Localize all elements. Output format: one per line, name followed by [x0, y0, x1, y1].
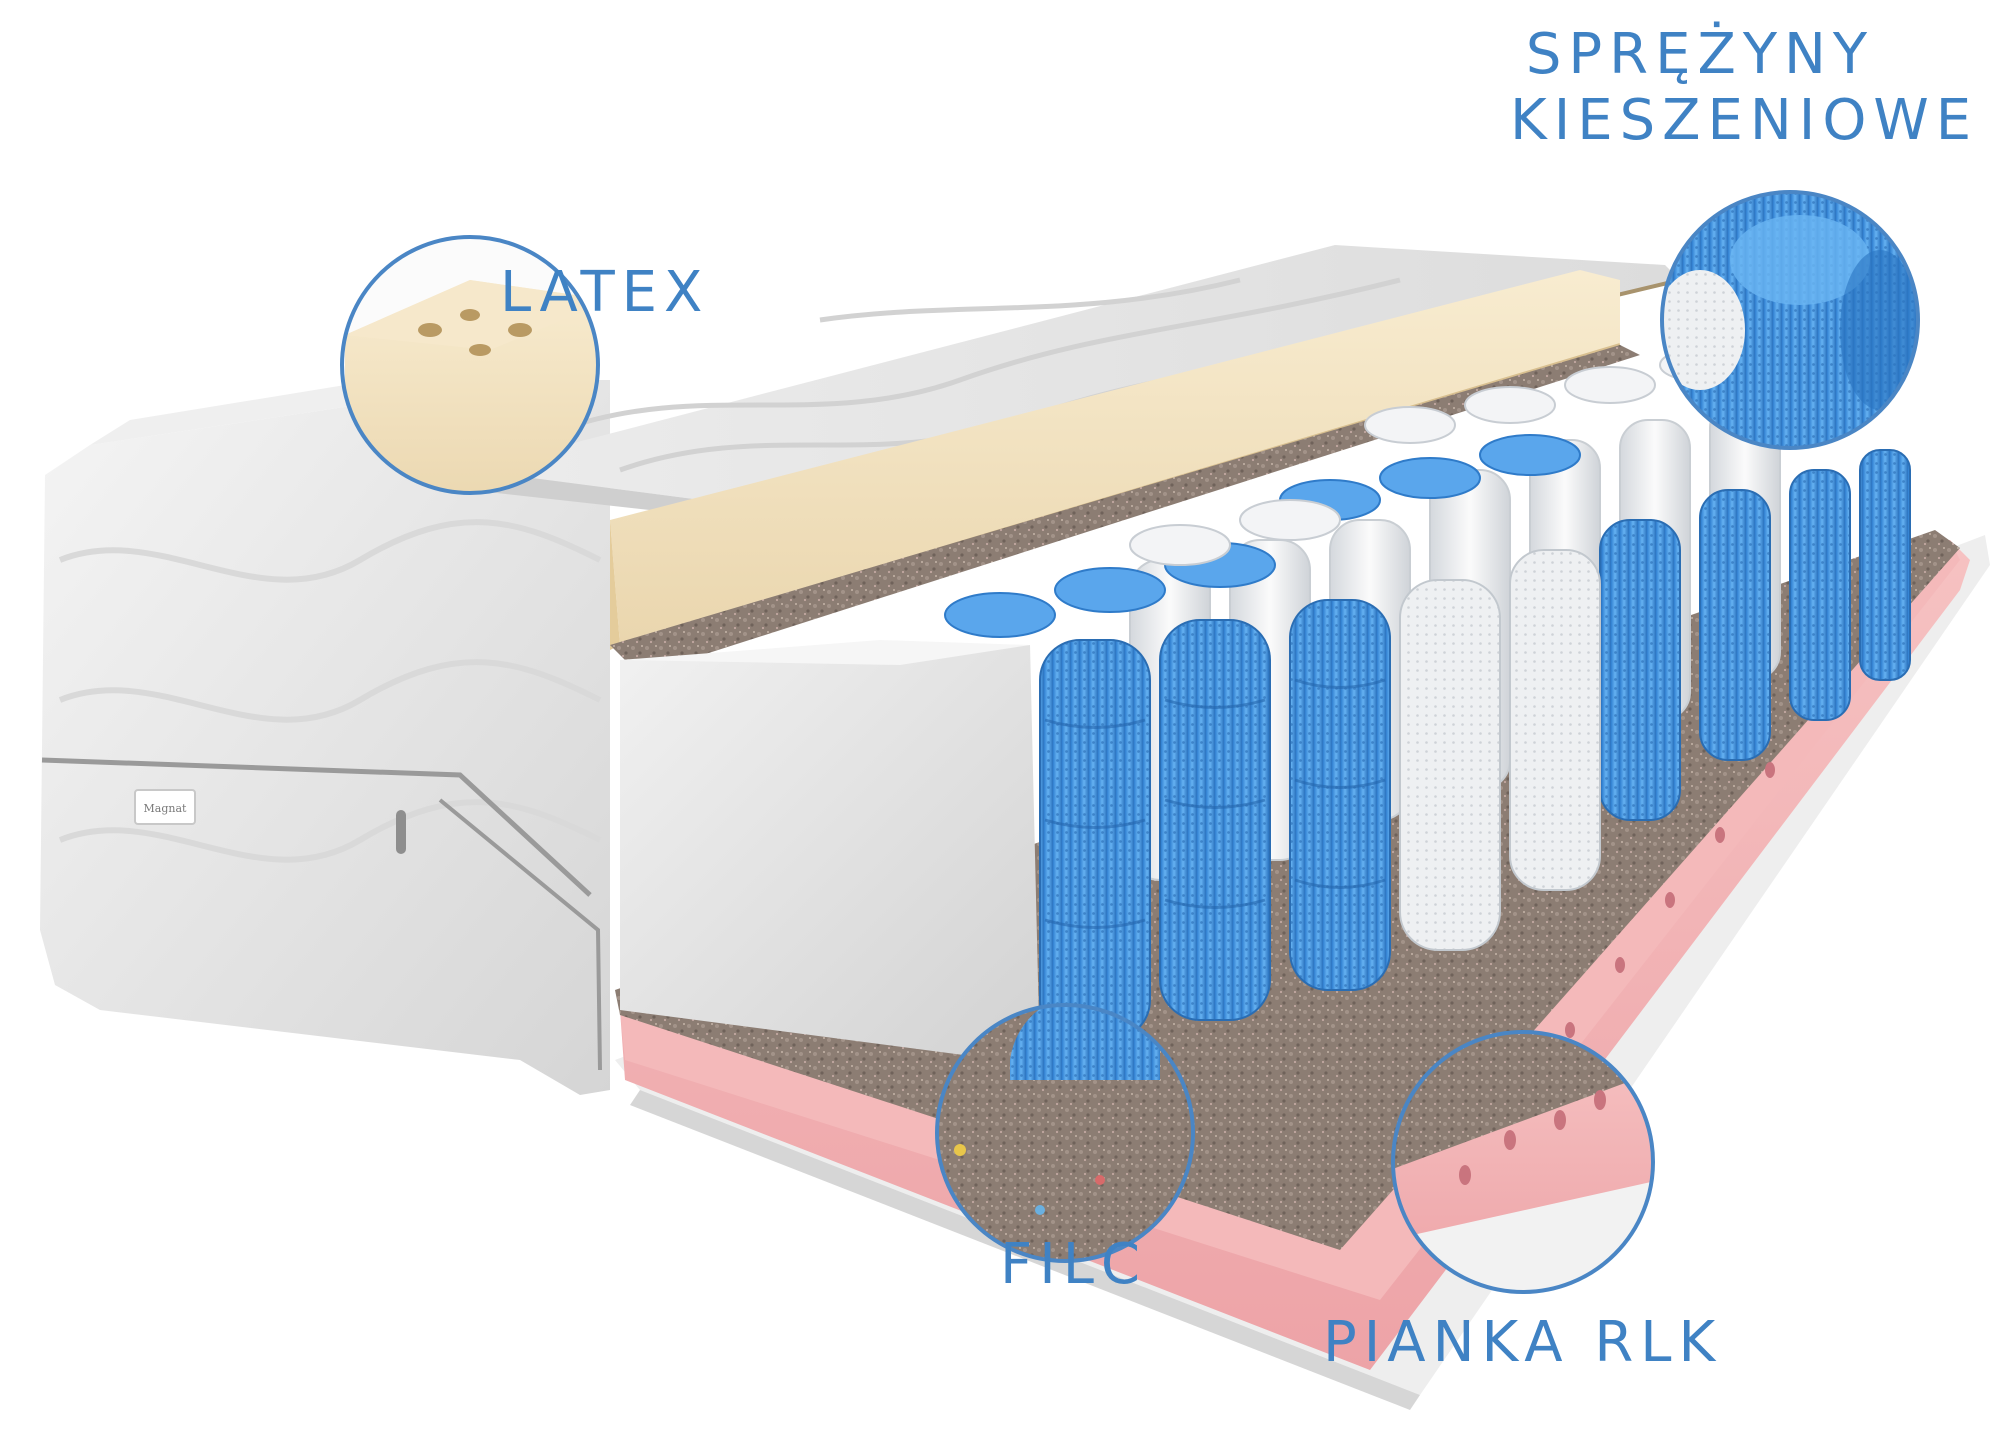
foam-edge-block	[620, 640, 1040, 1065]
foam-label: PIANKA RLK	[1323, 1310, 1723, 1375]
brand-tag: Magnat	[134, 789, 196, 825]
felt-callout	[935, 1003, 1195, 1263]
foam-callout	[1391, 1030, 1655, 1294]
springs-callout	[1660, 190, 1920, 450]
svg-text:Magnat: Magnat	[144, 802, 188, 815]
latex-callout	[340, 235, 600, 495]
pocket-springs	[944, 348, 1911, 1041]
mattress-cover	[40, 350, 610, 1095]
felt-label: FILC	[1000, 1232, 1148, 1297]
springs-label: SPRĘŻYNY KIESZENIOWE	[1510, 22, 1979, 153]
latex-label: LATEX	[500, 260, 710, 325]
zipper-pull	[396, 810, 406, 854]
